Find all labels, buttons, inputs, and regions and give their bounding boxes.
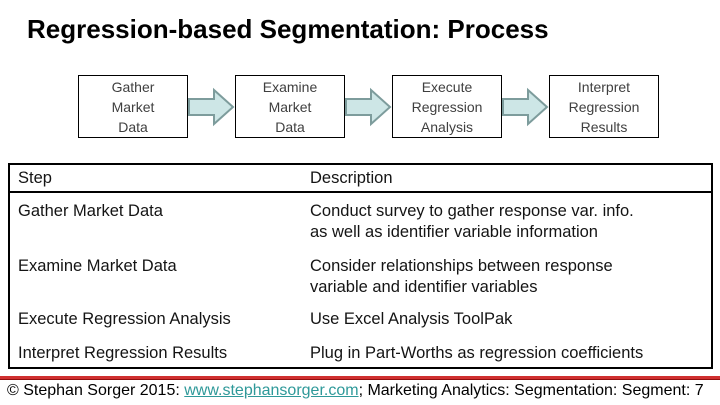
table-row: Examine Market Data Consider relationshi… <box>10 256 711 298</box>
website-link[interactable]: www.stephansorger.com <box>184 382 359 399</box>
red-divider-line <box>0 376 720 380</box>
right-arrow-icon <box>188 87 235 126</box>
flow-diagram: Gather Market Data Examine Market Data E… <box>78 75 659 138</box>
step-cell: Gather Market Data <box>18 202 163 220</box>
table-row: Interpret Regression Results Plug in Par… <box>10 343 711 364</box>
page-title: Regression-based Segmentation: Process <box>27 14 549 44</box>
flow-step-examine: Examine Market Data <box>235 75 345 138</box>
table-row: Gather Market Data Conduct survey to gat… <box>10 201 711 243</box>
table-body: Gather Market Data Conduct survey to gat… <box>10 193 711 367</box>
flow-step-gather: Gather Market Data <box>78 75 188 138</box>
flow-step-label: Interpret Regression Results <box>568 78 640 135</box>
table-header-row: Step Description <box>10 165 711 193</box>
right-arrow-icon <box>502 87 549 126</box>
description-cell: Use Excel Analysis ToolPak <box>310 310 513 328</box>
description-cell: Conduct survey to gather response var. i… <box>310 202 634 241</box>
description-cell: Plug in Part-Worths as regression coeffi… <box>310 344 644 362</box>
flow-step-label: Execute Regression Analysis <box>411 78 483 135</box>
footer: © Stephan Sorger 2015: www.stephansorger… <box>7 382 717 400</box>
flow-step-label: Examine Market Data <box>262 78 318 135</box>
column-header-description: Description <box>310 169 393 187</box>
copyright-text: © Stephan Sorger 2015: <box>7 382 185 399</box>
right-arrow-icon <box>345 87 392 126</box>
flow-step-execute: Execute Regression Analysis <box>392 75 502 138</box>
step-cell: Execute Regression Analysis <box>18 310 231 328</box>
step-cell: Interpret Regression Results <box>18 344 228 362</box>
process-table: Step Description Gather Market Data Cond… <box>8 163 713 369</box>
table-row: Execute Regression Analysis Use Excel An… <box>10 309 711 330</box>
column-header-step: Step <box>18 169 52 187</box>
description-cell: Consider relationships between response … <box>310 257 613 296</box>
step-cell: Examine Market Data <box>18 257 177 275</box>
footer-course-info: ; Marketing Analytics: Segmentation: Seg… <box>358 382 704 399</box>
flow-step-interpret: Interpret Regression Results <box>549 75 659 138</box>
flow-step-label: Gather Market Data <box>111 78 155 135</box>
